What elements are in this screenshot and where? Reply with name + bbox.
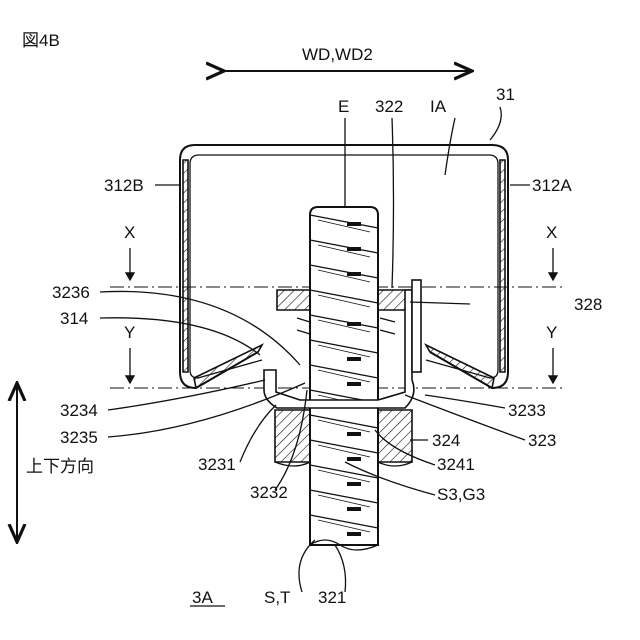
label-3236: 3236 [52, 283, 90, 302]
label-324: 324 [432, 431, 460, 450]
label-3235: 3235 [60, 428, 98, 447]
right-tab [426, 345, 494, 388]
figure-title: 図4B [22, 31, 60, 50]
view-label-3a: 3A [192, 588, 213, 607]
label-31: 31 [496, 85, 515, 104]
label-s3g3: S3,G3 [437, 485, 485, 504]
label-3234: 3234 [60, 401, 98, 420]
left-tab-314 [194, 345, 262, 388]
direction-wd-label: WD,WD2 [302, 45, 373, 64]
label-314: 314 [60, 309, 88, 328]
nut-324-left [275, 410, 310, 462]
label-st: S,T [264, 588, 290, 607]
wall-312B [183, 160, 188, 372]
label-3231: 3231 [198, 455, 236, 474]
plate-328 [412, 280, 421, 372]
label-312a: 312A [532, 176, 572, 195]
label-312b: 312B [104, 176, 144, 195]
label-e: E [338, 97, 349, 116]
vertical-direction-label: 上下方向 [26, 457, 94, 476]
label-y-left: Y [124, 323, 135, 342]
label-328: 328 [574, 295, 602, 314]
label-3233: 3233 [508, 401, 546, 420]
label-3232: 3232 [250, 483, 288, 502]
label-x-right: X [546, 223, 557, 242]
label-ia: IA [430, 97, 447, 116]
label-3241: 3241 [437, 455, 475, 474]
wall-312A [500, 160, 505, 372]
label-321: 321 [318, 588, 346, 607]
label-x-left: X [124, 223, 135, 242]
label-322: 322 [375, 97, 403, 116]
label-y-right: Y [546, 323, 557, 342]
nut-322-left [277, 290, 310, 310]
label-323: 323 [528, 431, 556, 450]
